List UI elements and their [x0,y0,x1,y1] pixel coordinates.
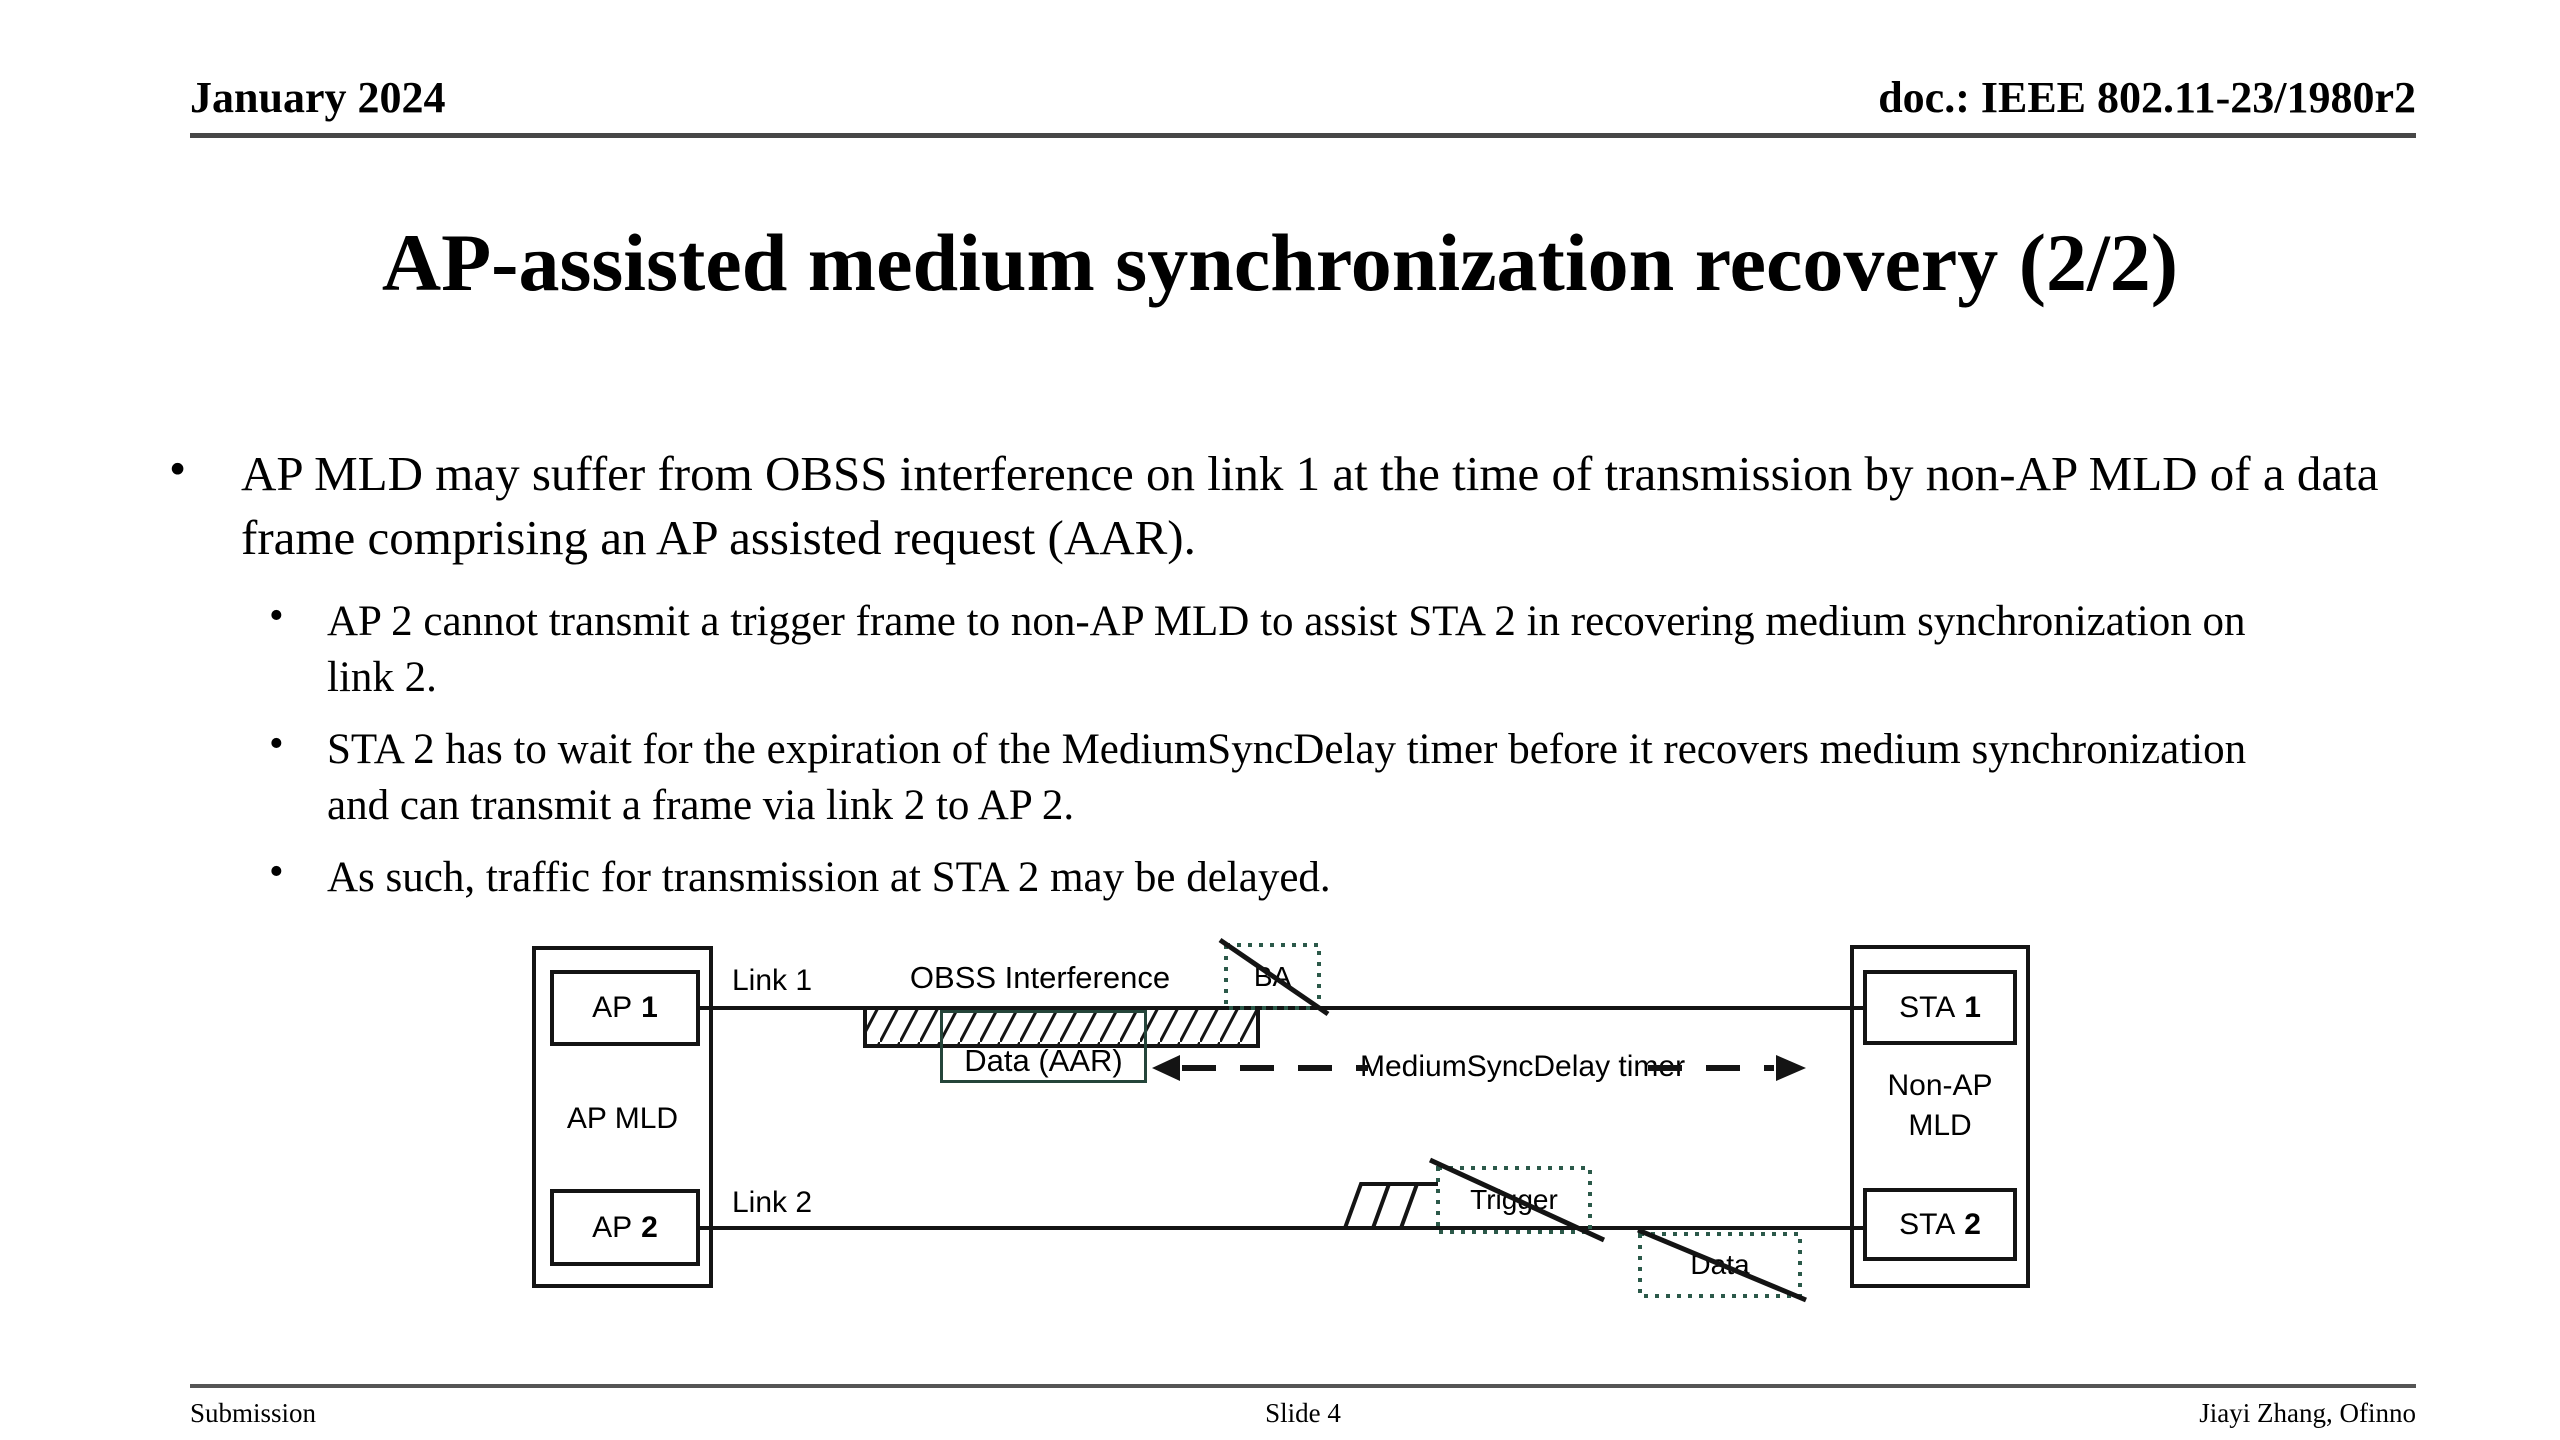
ap2-number: 2 [641,1210,658,1244]
bullet-marker: • [269,848,284,895]
ap2-label: AP [592,1210,633,1244]
bullet-sub-1-text: AP 2 cannot transmit a trigger frame to … [327,598,2246,702]
non-ap-mld-label: Non-AP MLD [1850,1066,2030,1146]
data-aar-label: Data (AAR) [964,1043,1123,1078]
slide-header: January 2024 doc.: IEEE 802.11-23/1980r2 [190,72,2416,138]
diagram-base-layer [700,943,1863,1298]
bullet-sub-3-text: As such, traffic for transmission at STA… [327,853,1331,901]
footer-author: Jiayi Zhang, Ofinno [2199,1398,2416,1428]
bullet-main: • AP MLD may suffer from OBSS interferen… [165,441,2455,570]
bullet-sub-1: • AP 2 cannot transmit a trigger frame t… [165,593,2455,706]
sta2-number: 2 [1964,1207,1981,1241]
ap1-number: 1 [641,991,658,1024]
sta1-label: STA [1899,990,1956,1024]
ap1-label: AP [592,991,633,1024]
header-doc-number: doc.: IEEE 802.11-23/1980r2 [1878,73,2416,122]
body-text: • AP MLD may suffer from OBSS interferen… [165,441,2455,922]
sta2-label: STA [1899,1207,1956,1241]
slide-title: AP-assisted medium synchronization recov… [381,217,2179,308]
medium-sync-delay-timer-label: MediumSyncDelay timer [1360,1050,1686,1083]
obss-interference-hatched-block [863,1006,1260,1048]
non-ap-mld-box [1850,945,2030,1288]
bullet-marker: • [169,441,187,496]
data-label: Data [1690,1249,1750,1280]
ap-mld-label: AP MLD [566,1102,679,1135]
ba-label: BA [1253,960,1292,992]
bullet-main-text: AP MLD may suffer from OBSS interference… [241,446,2379,566]
obss-interference-label: OBSS Interference [909,960,1171,995]
bullet-sub-2-text: STA 2 has to wait for the expiration of … [327,726,2247,830]
non-ap-mld-label-line2: MLD [1908,1109,1972,1142]
bullet-sub-3: • As such, traffic for transmission at S… [165,848,2455,906]
bullet-marker: • [269,721,284,768]
bullet-sub-2: • STA 2 has to wait for the expiration o… [165,721,2455,834]
non-ap-mld-label-line1: Non-AP [1887,1069,1993,1102]
data-aar-box: Data (AAR) [940,1010,1147,1083]
slide-footer: Submission Slide 4 Jiayi Zhang, Ofinno [190,1384,2416,1429]
header-date: January 2024 [190,73,446,122]
footer-slide-number: Slide 4 [1265,1398,1341,1428]
link1-label: Link 1 [732,964,813,997]
footer-submission: Submission [190,1398,317,1428]
sta1-number: 1 [1964,990,1981,1024]
link2-break-symbol [1343,1182,1438,1229]
trigger-label: Trigger [1470,1184,1558,1215]
bullet-marker: • [269,593,284,640]
ap-mld-box [532,946,713,1288]
link2-label: Link 2 [732,1186,813,1219]
